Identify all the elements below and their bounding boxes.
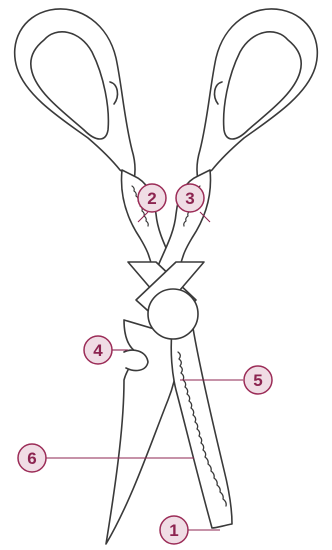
pivot-screw — [148, 289, 198, 339]
callout-6-label: 6 — [27, 449, 36, 468]
callout-3-label: 3 — [185, 189, 194, 208]
callout-6: 6 — [18, 444, 46, 472]
callout-3: 3 — [176, 184, 204, 212]
callout-2-label: 2 — [147, 189, 156, 208]
callout-5: 5 — [244, 366, 272, 394]
callout-1-label: 1 — [169, 521, 178, 540]
callout-4-label: 4 — [93, 341, 103, 360]
scissors-illustration — [15, 9, 318, 544]
callout-2: 2 — [138, 184, 166, 212]
callout-5-label: 5 — [253, 371, 262, 390]
callout-1: 1 — [160, 516, 188, 544]
callout-4: 4 — [84, 336, 112, 364]
